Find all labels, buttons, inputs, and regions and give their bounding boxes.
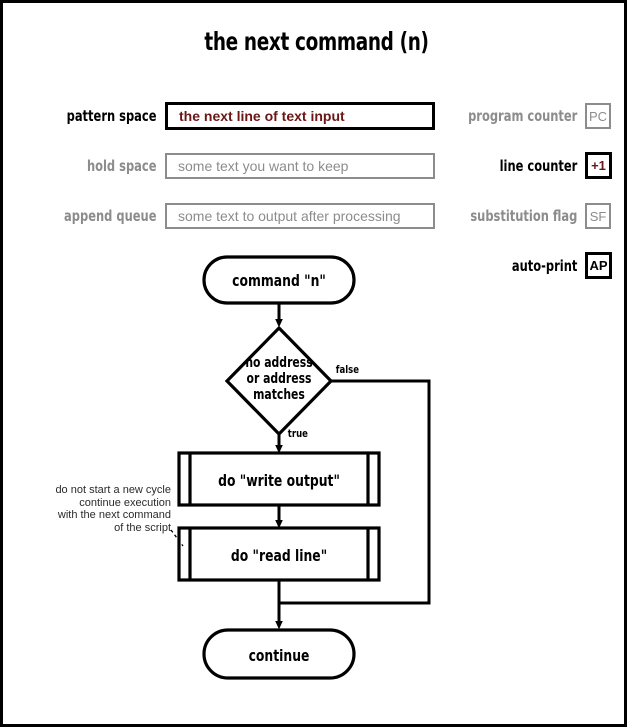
node-label-decision-line3: matches (253, 387, 305, 403)
register-label-pattern-space: pattern space (66, 107, 157, 125)
flag-value-line-counter[interactable]: +1 (585, 152, 612, 179)
flag-row-program-counter: program counter PC (446, 103, 611, 129)
flag-label-substitution-flag: substitution flag (470, 207, 578, 225)
flag-value-program-counter[interactable]: PC (585, 103, 611, 129)
edge-label-false: false (335, 363, 360, 376)
edge-false-bypass (279, 379, 431, 605)
register-row-hold-space: hold space some text you want to keep (37, 153, 435, 179)
flag-value-auto-print[interactable]: AP (585, 252, 612, 279)
annotation-text: do not start a new cycle continue execut… (55, 484, 171, 534)
register-row-pattern-space: pattern space the next line of text inpu… (37, 102, 435, 130)
edge-label-true: true (287, 427, 308, 440)
flag-row-line-counter: line counter +1 (446, 152, 612, 179)
register-value-append-queue[interactable]: some text to output after processing (165, 203, 435, 229)
register-row-append-queue: append queue some text to output after p… (37, 203, 435, 229)
register-value-hold-space[interactable]: some text you want to keep (165, 153, 435, 179)
flag-label-auto-print: auto-print (511, 256, 578, 275)
flag-row-auto-print: auto-print AP (446, 252, 612, 279)
register-value-pattern-space[interactable]: the next line of text input (165, 102, 435, 130)
flag-row-substitution-flag: substitution flag SF (446, 203, 611, 229)
node-label-decision-line1: no address (245, 355, 313, 371)
annotation-leader-line (170, 529, 184, 547)
register-label-append-queue: append queue (64, 207, 157, 225)
register-label-hold-space: hold space (86, 157, 157, 175)
flag-label-line-counter: line counter (499, 156, 578, 175)
node-label-write-output: do "write output" (218, 471, 340, 490)
node-label-continue: continue (248, 646, 310, 665)
node-label-decision-line2: or address (246, 371, 312, 387)
page-title: the next command (n) (204, 27, 429, 56)
node-label-read-line: do "read line" (230, 546, 328, 565)
flag-value-substitution-flag[interactable]: SF (585, 203, 611, 229)
flag-label-program-counter: program counter (468, 107, 578, 125)
node-label-command-n: command "n" (232, 271, 326, 290)
